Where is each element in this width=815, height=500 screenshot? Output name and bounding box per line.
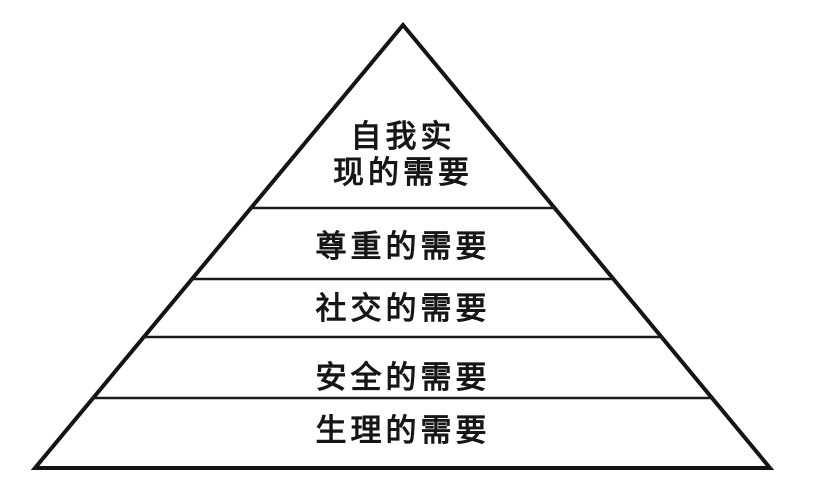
level-label-physiological: 生理的需要 <box>316 413 491 448</box>
level-label-social: 社交的需要 <box>316 291 491 326</box>
level-label-safety: 安全的需要 <box>316 360 491 395</box>
level-label-self-actualization-line2: 现的需要 <box>333 155 473 190</box>
pyramid-outline <box>30 21 775 470</box>
level-label-self-actualization-line1: 自我实 <box>351 119 456 154</box>
level-label-esteem: 尊重的需要 <box>316 229 491 264</box>
